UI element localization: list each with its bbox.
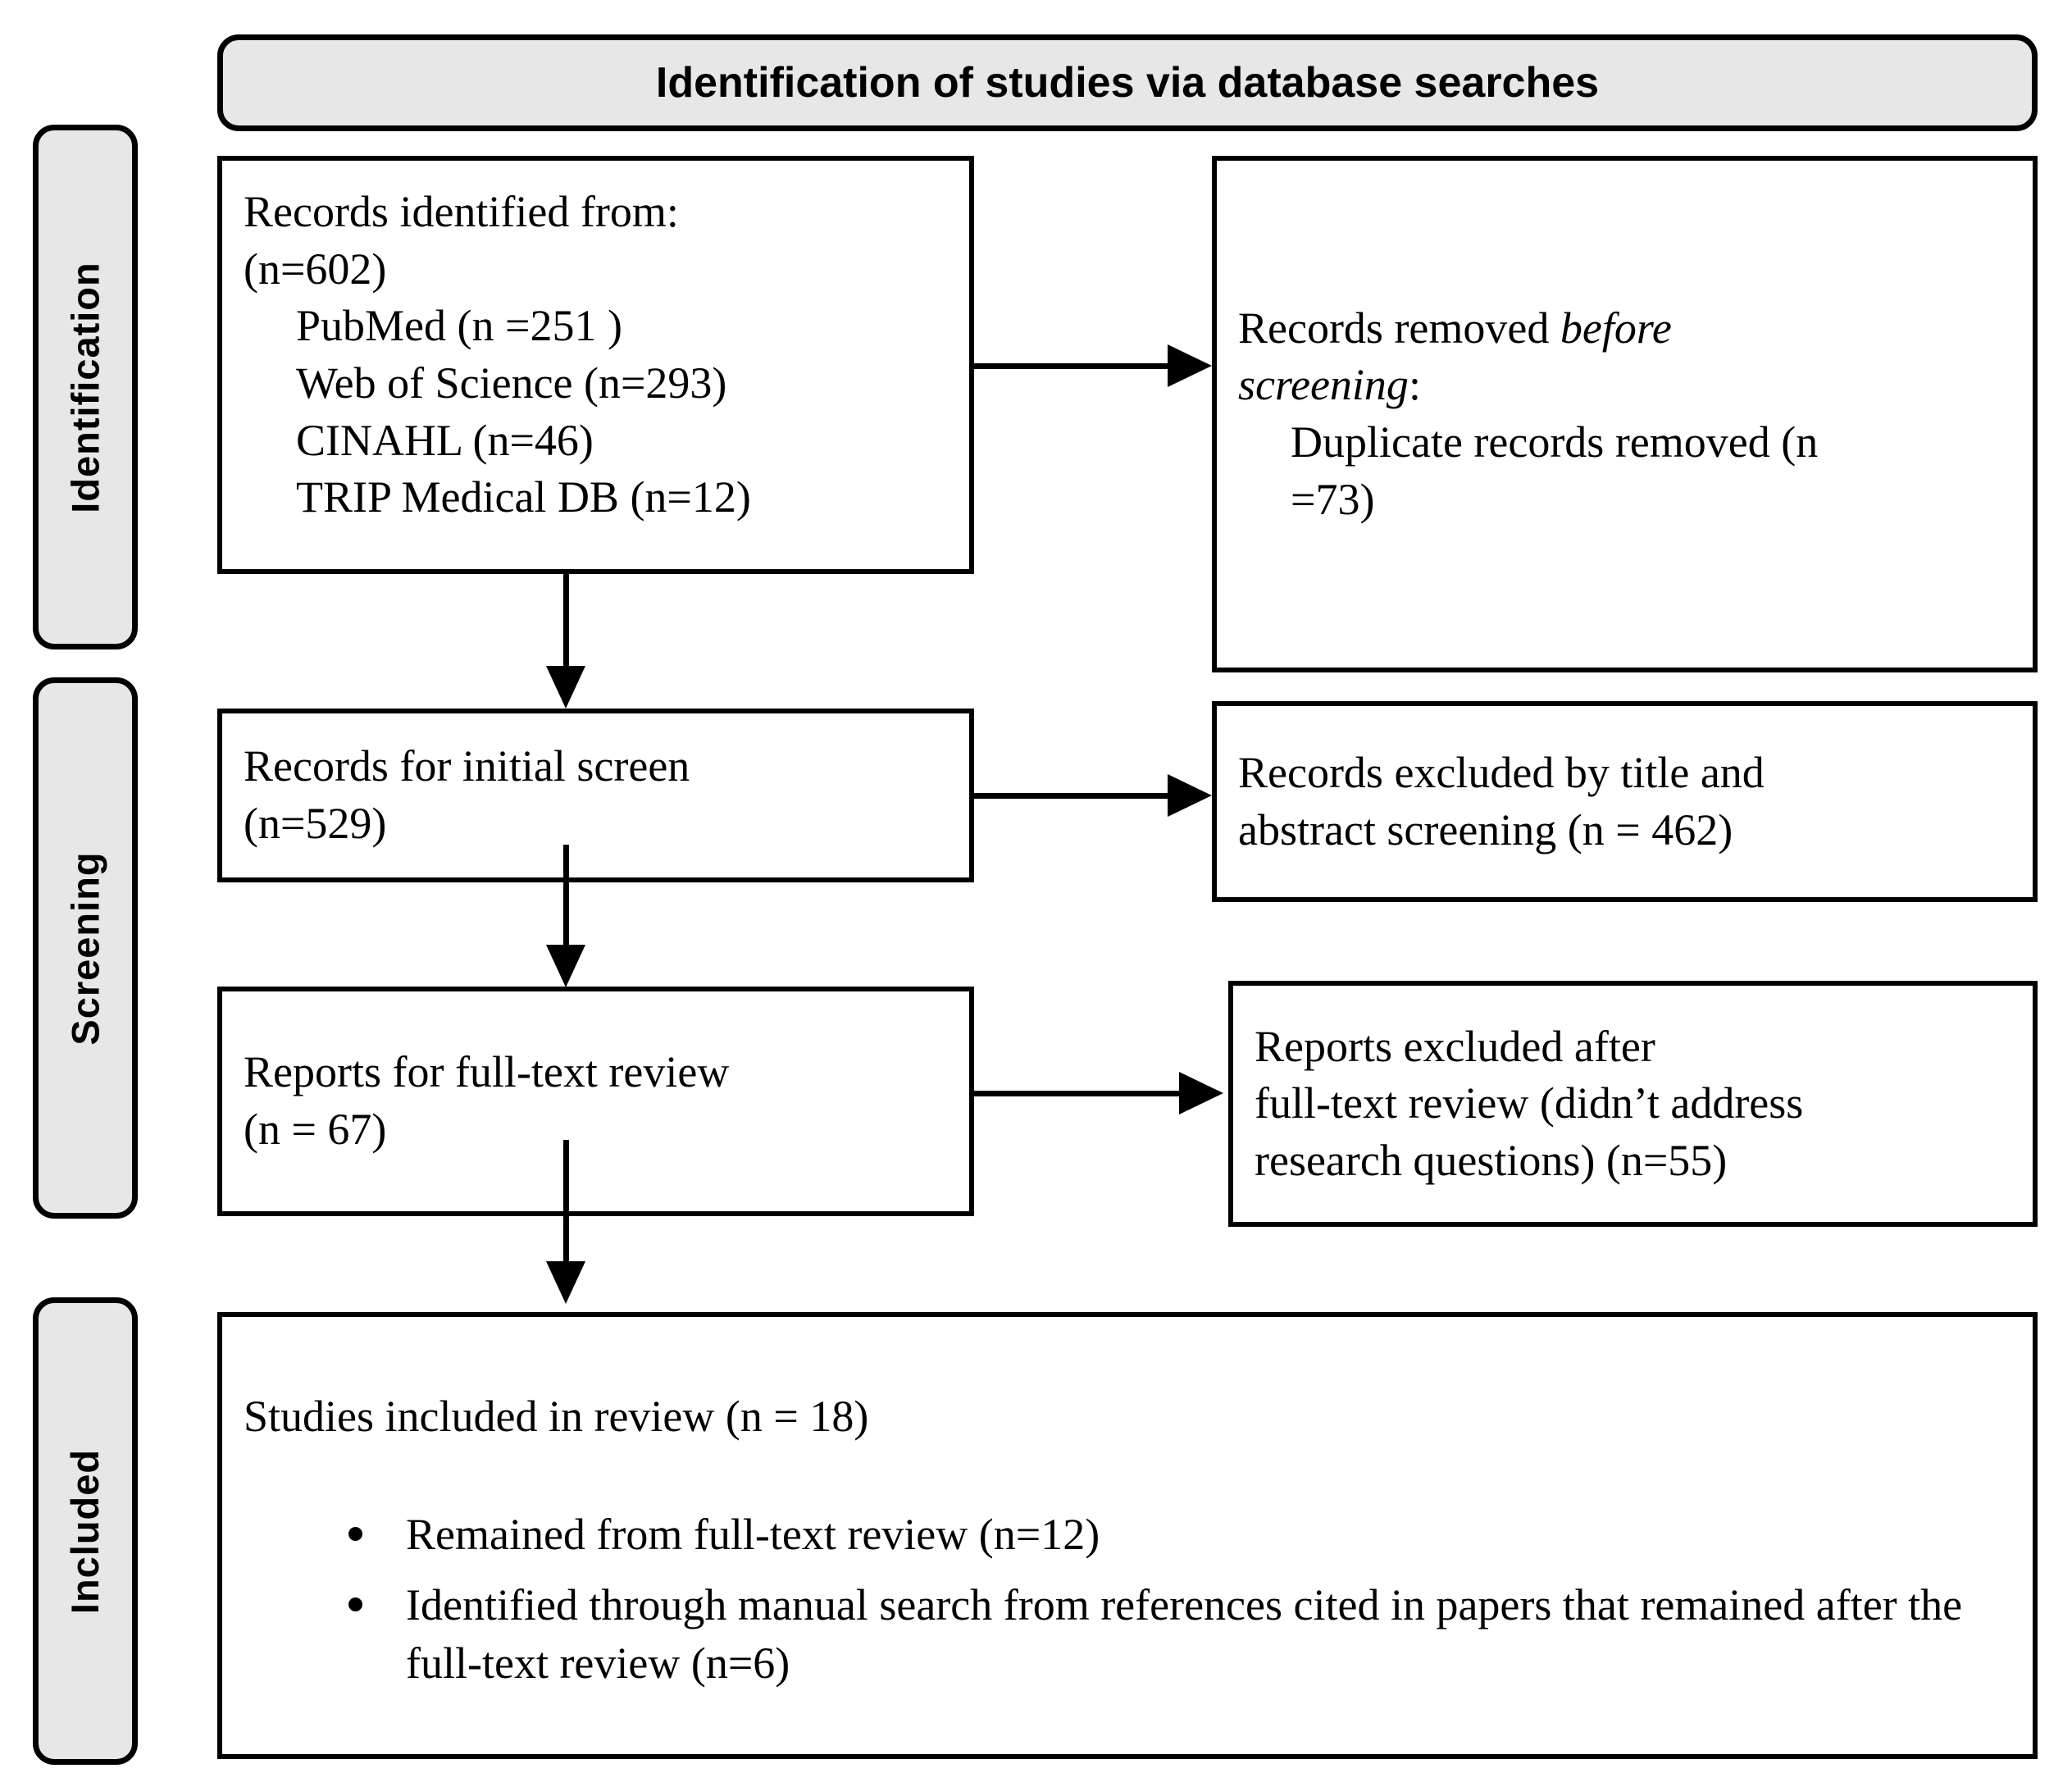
box-reports-excluded-full-text: Reports excluded after full-text review … (1228, 981, 2038, 1227)
stage-pill-screening: Screening (33, 677, 138, 1219)
studies-included-bullet-1-text: Identified through manual search from re… (406, 1580, 1963, 1688)
full-text-review-line-1: (n = 67) (244, 1105, 387, 1154)
full-text-review-line-0: Reports for full-text review (244, 1047, 730, 1097)
records-removed-emphasis-before: before (1560, 303, 1672, 353)
excluded-title-abstract-line-0: Records excluded by title and (1238, 747, 1765, 797)
records-removed-line-1-suffix: : (1408, 360, 1421, 410)
records-identified-line-0: Records identified from: (244, 187, 679, 236)
arrow-shaft (563, 845, 569, 951)
records-identified-line-4: CINAHL (n=46) (296, 415, 594, 465)
stage-label-screening: Screening (63, 850, 107, 1046)
arrow-head-down-icon (546, 945, 585, 987)
records-removed-emphasis-screening: screening (1238, 360, 1409, 410)
box-records-excluded-title-abstract: Records excluded by title and abstract s… (1212, 701, 2038, 902)
box-records-identified: Records identified from: (n=602) PubMed … (217, 156, 974, 574)
records-identified-line-2: PubMed (n =251 ) (296, 301, 622, 351)
arrow-shaft (974, 793, 1168, 799)
studies-included-bullet-list: Remained from full-text review (n=12) Id… (244, 1506, 2011, 1705)
records-identified-line-1: (n=602) (244, 244, 387, 294)
stage-pill-included: Included (33, 1297, 138, 1765)
records-identified-line-3: Web of Science (n=293) (296, 358, 727, 408)
stage-pill-identification: Identification (33, 125, 138, 649)
bullet-dot-icon (348, 1597, 362, 1612)
stage-label-included: Included (63, 1448, 107, 1614)
studies-included-bullet-1: Identified through manual search from re… (348, 1576, 2011, 1691)
studies-included-bullet-0-text: Remained from full-text review (n=12) (406, 1510, 1100, 1560)
box-records-removed-before-screening: Records removed before screening: Duplic… (1212, 156, 2038, 672)
excluded-full-text-line-0: Reports excluded after (1255, 1021, 1655, 1071)
excluded-title-abstract-line-1: abstract screening (n = 462) (1238, 804, 1733, 855)
studies-included-title: Studies included in review (n = 18) (244, 1392, 869, 1441)
records-identified-line-5: TRIP Medical DB (n=12) (296, 472, 751, 522)
arrow-head-right-icon (1168, 344, 1212, 387)
bullet-dot-icon (348, 1527, 362, 1542)
box-reports-full-text-review: Reports for full-text review (n = 67) (217, 987, 974, 1216)
arrow-head-right-icon (1168, 774, 1212, 817)
excluded-full-text-line-2: research questions) (n=55) (1255, 1135, 1728, 1185)
initial-screen-line-0: Records for initial screen (244, 741, 690, 791)
records-removed-line-1: screening: (1238, 357, 2011, 414)
records-removed-line-0: Records removed before (1238, 300, 2011, 358)
arrow-head-down-icon (546, 666, 585, 709)
excluded-full-text-line-1: full-text review (didn’t address (1255, 1078, 1804, 1128)
initial-screen-line-1: (n=529) (244, 799, 387, 848)
diagram-title: Identification of studies via database s… (655, 59, 1600, 107)
diagram-header-band: Identification of studies via database s… (217, 34, 2038, 131)
records-removed-line-2: Duplicate records removed (n (1291, 417, 1819, 467)
records-removed-line-3: =73) (1291, 474, 1375, 524)
stage-label-identification: Identification (63, 261, 107, 513)
arrow-shaft (974, 363, 1168, 369)
arrow-shaft (563, 574, 569, 668)
arrow-head-down-icon (546, 1261, 585, 1304)
records-removed-line-0-text: Records removed (1238, 303, 1560, 353)
box-studies-included: Studies included in review (n = 18) Rema… (217, 1312, 2038, 1759)
arrow-shaft (974, 1091, 1179, 1096)
arrow-head-right-icon (1179, 1072, 1223, 1114)
studies-included-bullet-0: Remained from full-text review (n=12) (348, 1506, 2011, 1563)
arrow-shaft (563, 1140, 569, 1263)
box-records-initial-screen: Records for initial screen (n=529) (217, 709, 974, 882)
